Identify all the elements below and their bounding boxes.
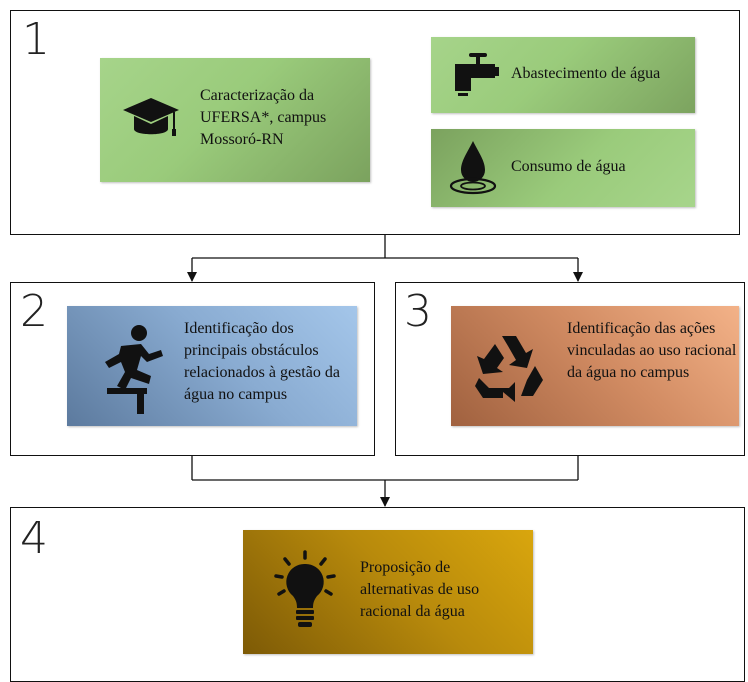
box-acoes: Identificação das ações vinculadas ao us… [451, 306, 739, 426]
box-proposicao-text: Proposição de alternativas de uso racion… [360, 559, 480, 620]
box-abastecimento: Abastecimento de água [431, 37, 695, 113]
step-number-1: 1 [22, 14, 50, 65]
box-obstaculos: Identificação dos principais obstáculos … [67, 306, 357, 426]
box-abastecimento-text: Abastecimento de água [511, 65, 661, 82]
box-caracterizacao-text: Caracterização da UFERSA*, campus Mossor… [200, 87, 327, 148]
box-obstaculos-text: Identificação dos principais obstáculos … [184, 320, 340, 403]
step-number-2: 2 [20, 286, 48, 337]
hurdle-jumper-icon [105, 325, 163, 414]
box-proposicao: Proposição de alternativas de uso racion… [243, 530, 533, 654]
light-bulb-icon [274, 550, 336, 627]
graduation-cap-icon [123, 98, 179, 136]
box-consumo-text: Consumo de água [511, 158, 626, 175]
water-drop-icon [449, 141, 497, 195]
step-number-3: 3 [404, 286, 432, 337]
step-number-4: 4 [20, 513, 48, 564]
water-tap-icon [455, 53, 499, 96]
recycle-icon [475, 336, 543, 402]
box-caracterizacao: Caracterização da UFERSA*, campus Mossor… [100, 58, 370, 182]
box-acoes-text: Identificação das ações vinculadas ao us… [567, 320, 737, 381]
box-consumo: Consumo de água [431, 129, 695, 207]
